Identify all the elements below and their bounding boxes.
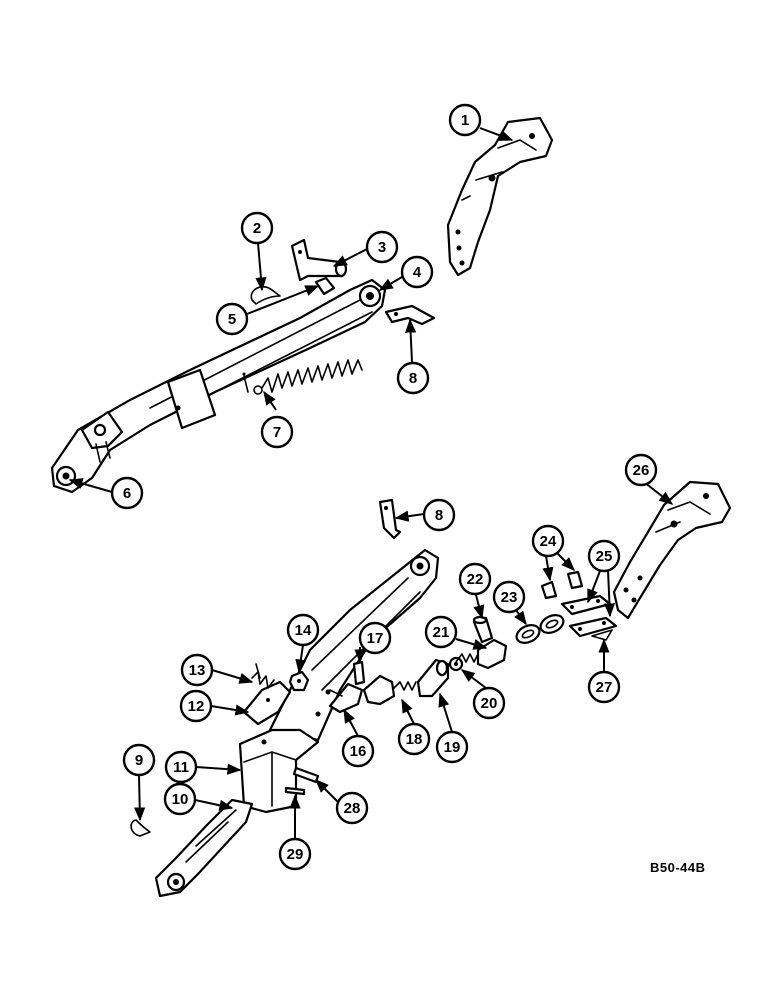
svg-text:25: 25 (596, 548, 613, 565)
svg-text:28: 28 (344, 800, 361, 817)
svg-text:21: 21 (433, 624, 450, 641)
callout-14: 14 (286, 613, 320, 647)
svg-text:5: 5 (228, 311, 236, 328)
svg-text:19: 19 (444, 739, 461, 756)
lower-link-arm (268, 548, 440, 742)
svg-text:10: 10 (172, 791, 189, 808)
svg-text:29: 29 (287, 846, 304, 863)
retaining-clip (130, 819, 151, 837)
bolt (352, 660, 366, 686)
svg-text:16: 16 (350, 743, 367, 760)
clevis-rod (362, 674, 417, 706)
callout-21: 21 (424, 615, 458, 649)
chain-link (515, 614, 565, 644)
svg-text:3: 3 (378, 239, 386, 256)
swivel-block (328, 682, 364, 714)
threaded-rod (455, 638, 508, 670)
callout-22: 22 (458, 562, 492, 596)
svg-text:17: 17 (367, 630, 384, 647)
svg-text:24: 24 (540, 533, 557, 550)
callout-25: 25 (587, 539, 621, 573)
tension-spring (242, 359, 363, 395)
svg-text:6: 6 (123, 485, 131, 502)
cotter-pin (591, 629, 613, 641)
diagram-reference-code: B50-44B (650, 860, 706, 875)
callout-8-upper: 8 (396, 361, 430, 395)
callout-3: 3 (365, 230, 399, 264)
svg-text:11: 11 (173, 759, 189, 776)
clevis-pin (472, 615, 494, 644)
callout-24: 24 (531, 524, 565, 558)
leader-lines (68, 127, 674, 839)
angle-bracket-upper (384, 304, 436, 326)
svg-text:7: 7 (273, 424, 281, 441)
svg-text:1: 1 (461, 112, 469, 129)
svg-text:8: 8 (409, 370, 417, 387)
callout-27: 27 (587, 670, 621, 704)
svg-text:22: 22 (467, 571, 484, 588)
svg-text:14: 14 (295, 622, 312, 639)
telescopic-extension (154, 798, 254, 898)
callout-17: 17 (358, 621, 392, 655)
callout-5: 5 (215, 302, 249, 336)
callout-18: 18 (397, 722, 431, 756)
svg-text:20: 20 (481, 695, 498, 712)
angle-bracket-lower (378, 498, 402, 540)
roll-pin-lower (284, 786, 306, 796)
callout-12: 12 (179, 689, 213, 723)
callout-19: 19 (435, 730, 469, 764)
callout-20: 20 (472, 686, 506, 720)
turnbuckle-sleeve (416, 658, 450, 698)
connector-pins (540, 570, 584, 600)
roll-pin-upper (292, 766, 320, 784)
callout-9: 9 (122, 743, 156, 777)
callout-10: 10 (163, 782, 197, 816)
upper-lower-link-arm (50, 278, 387, 494)
callout-26: 26 (624, 453, 658, 487)
svg-text:18: 18 (406, 731, 423, 748)
upper-mounting-bracket (446, 116, 554, 277)
callout-28: 28 (335, 791, 369, 825)
callout-11: 11 (164, 750, 198, 784)
callout-23: 23 (492, 580, 526, 614)
locknut (448, 656, 464, 672)
callout-16: 16 (341, 734, 375, 768)
svg-text:2: 2 (253, 220, 261, 237)
callout-13: 13 (180, 653, 214, 687)
svg-text:12: 12 (188, 698, 205, 715)
nut (288, 670, 310, 692)
svg-text:13: 13 (189, 662, 206, 679)
linch-pin-clip (250, 285, 281, 305)
svg-text:8: 8 (435, 507, 443, 524)
callout-7: 7 (260, 415, 294, 449)
svg-text:23: 23 (501, 589, 518, 606)
svg-text:9: 9 (135, 752, 143, 769)
bushing (314, 276, 336, 296)
lower-mounting-bracket (612, 480, 732, 620)
callout-6: 6 (110, 476, 144, 510)
link-pin (290, 238, 348, 282)
svg-text:4: 4 (413, 264, 422, 281)
callout-8-lower: 8 (422, 498, 456, 532)
callout-1: 1 (448, 103, 482, 137)
callout-4: 4 (400, 255, 434, 289)
svg-text:26: 26 (633, 462, 650, 479)
svg-text:27: 27 (596, 679, 613, 696)
latch-spring (251, 663, 275, 689)
latch-plate (242, 680, 292, 726)
callout-29: 29 (278, 837, 312, 871)
callout-2: 2 (240, 211, 274, 245)
